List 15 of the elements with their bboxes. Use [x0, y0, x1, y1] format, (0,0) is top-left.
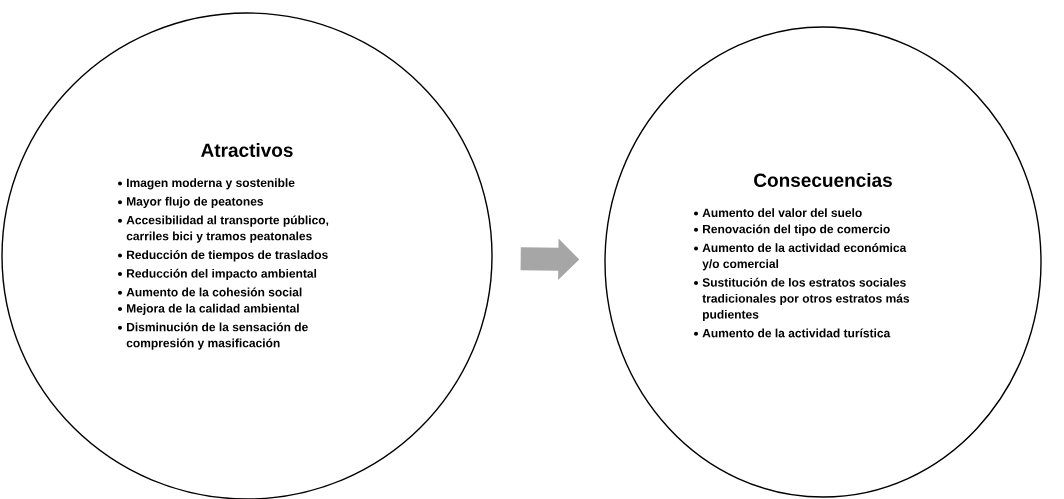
- bullet-item: Reducción del impacto ambiental: [118, 268, 317, 281]
- bullet-item: Aumento de la actividad turística: [694, 328, 891, 338]
- bullet-item: Disminución de la sensación de compresión y masificación: [118, 322, 308, 350]
- bullet-item: Aumento del valor del suelo: [694, 208, 862, 217]
- heading: Consecuencias: [754, 173, 892, 187]
- bullet-item: Accesibilidad al transporte público, carriles bici y tramos peatonales: [118, 215, 329, 243]
- bullet-item: Reducción de tiempos de traslados: [118, 250, 328, 262]
- bullet-item: Mejora de la calidad ambiental: [118, 303, 299, 315]
- bullet-item: Mayor flujo de peatones: [118, 196, 264, 209]
- heading: Atractivos: [201, 143, 293, 157]
- bullet-item: Renovación del tipo de comercio: [694, 224, 890, 236]
- bullet-item: Aumento de la actividad económica y/o comercial: [694, 243, 907, 271]
- bullet-item: Sustitución de los estratos sociales tradicionales por otros estratos más pudientes: [694, 277, 910, 322]
- bullet-item: Imagen moderna y sostenible: [118, 178, 295, 190]
- bullet-item: Aumento de la cohesión social: [118, 287, 302, 297]
